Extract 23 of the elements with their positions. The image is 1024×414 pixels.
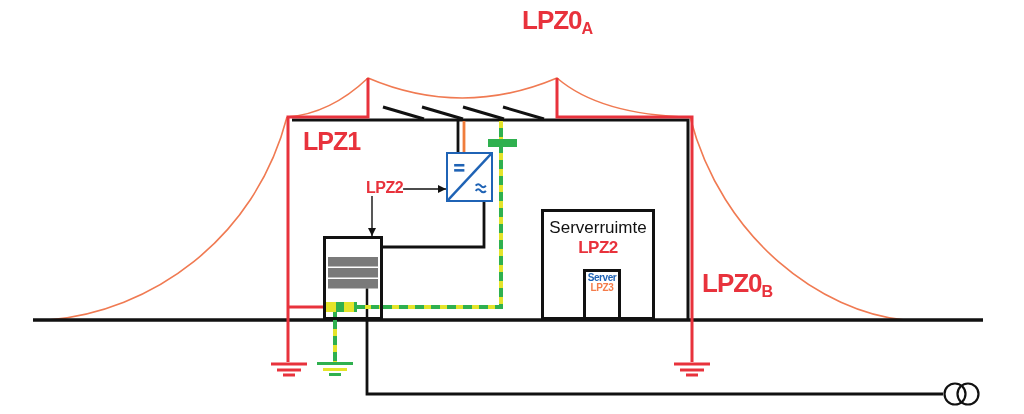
cable [365,320,943,396]
solar-panel-array [381,105,547,121]
inverter-symbol [446,152,493,202]
zone-label: LPZ2 [366,180,404,196]
zone-label: LPZ1 [303,129,361,154]
cable [383,202,486,249]
server-cabinet [583,269,621,320]
arrow [368,195,376,237]
transformer-symbol [943,382,980,406]
zone-label: LPZ3 [590,283,614,293]
distribution-board [323,236,383,320]
earth-wire [383,121,503,309]
device-name: Server [587,272,617,283]
room-name: Serverruimte [549,218,647,239]
ground-icon [317,362,353,376]
server-room [541,209,655,320]
zone-label: LPZ0$_{B}$ [702,270,773,296]
arrow [402,185,447,193]
zone-label: LPZ0$_{A}$ [522,7,593,33]
earth-wire [333,320,337,362]
cable [456,121,460,152]
zone-label: LPZ2 [578,238,618,259]
cable [462,121,466,152]
